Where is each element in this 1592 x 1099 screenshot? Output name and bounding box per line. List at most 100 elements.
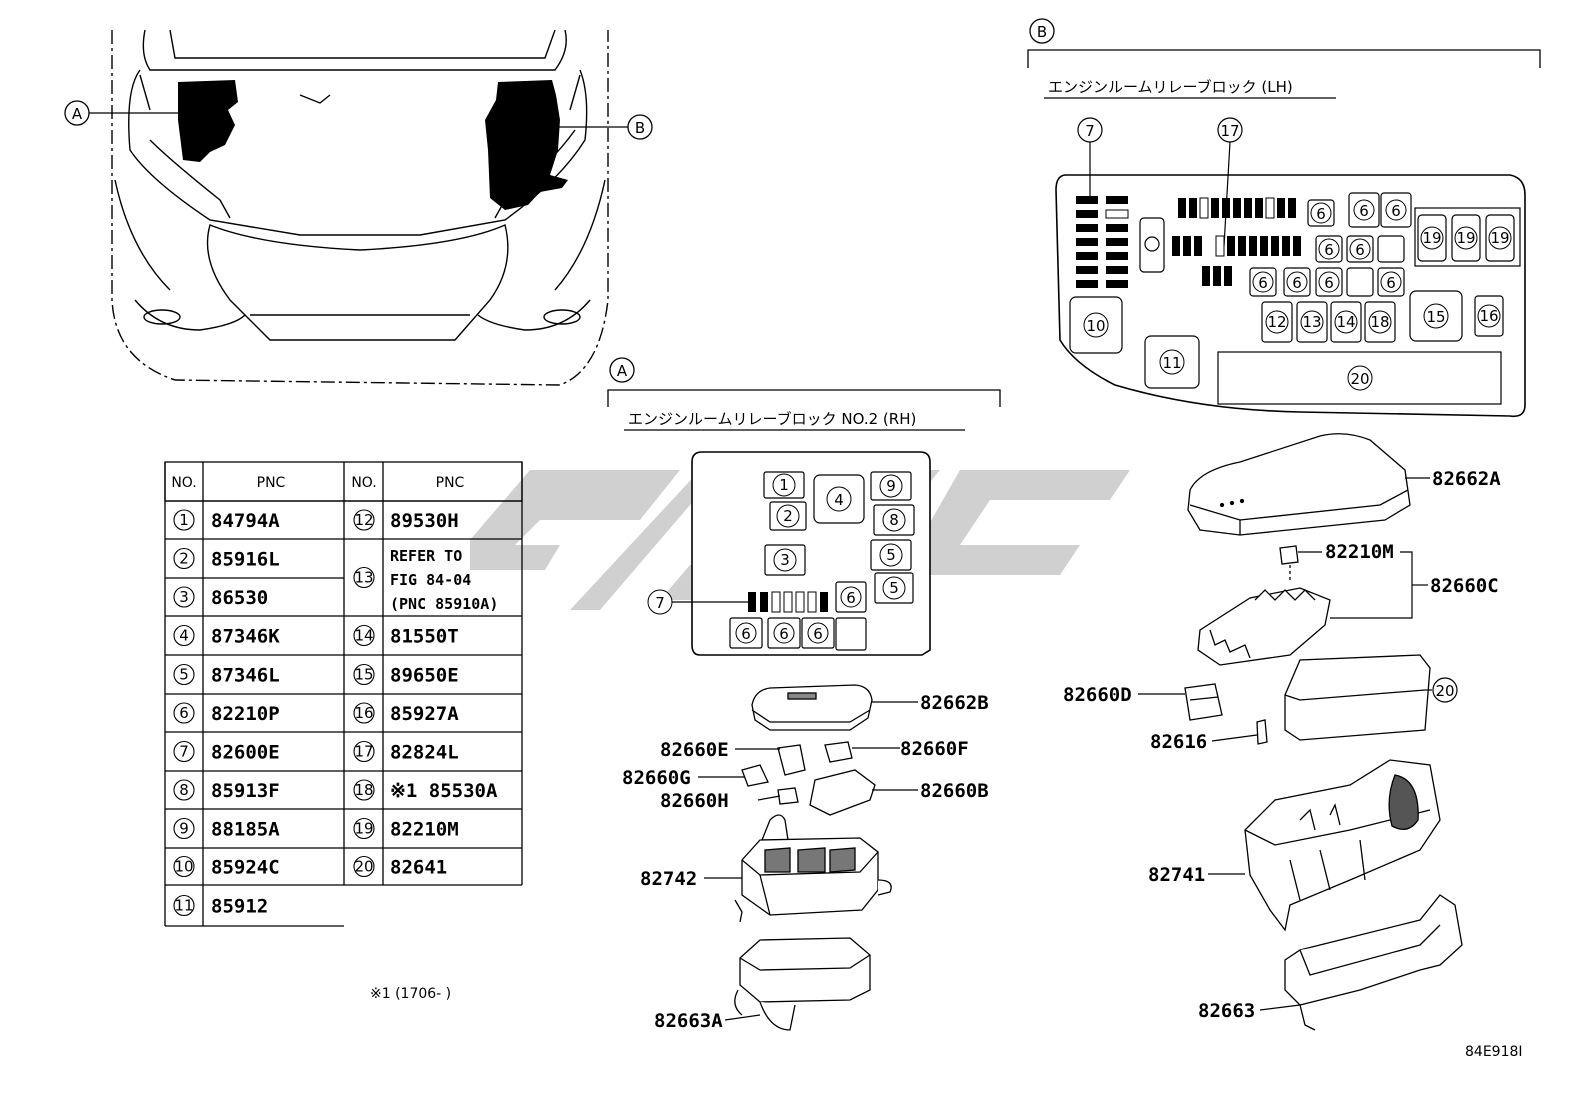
row-number: 10: [174, 858, 193, 876]
row-pnc: ※1 85530A: [390, 780, 498, 802]
row-pnc: 87346L: [211, 665, 280, 687]
row-number: 7: [179, 743, 189, 761]
row-pnc: 88185A: [211, 819, 280, 841]
row-pnc: REFER TO: [390, 547, 462, 565]
part-label-20: 20: [1432, 677, 1458, 703]
row-pnc: 85924C: [211, 857, 280, 879]
svg-text:A: A: [617, 362, 628, 380]
row-pnc: 89650E: [390, 665, 459, 687]
block-b-slot-12: 12: [1265, 310, 1289, 334]
block-b-slot-20: 20: [1347, 365, 1373, 391]
svg-text:14: 14: [1336, 313, 1355, 331]
table-header-no: NO.: [171, 475, 196, 491]
part-82660G: 82660G: [622, 767, 691, 789]
block-a-slot-8: 8: [882, 508, 906, 532]
row-pnc: 85912: [211, 896, 268, 918]
block-b-relay-6: 6: [1310, 202, 1332, 224]
relay-block-location-a: [178, 80, 238, 162]
block-a-slot-5: 5: [879, 543, 903, 567]
svg-text:8: 8: [889, 511, 899, 529]
relay-block-b-layout: 7 17 6 6 6 6 6 6 6 6 6 19 19 19 10 11 12…: [1055, 117, 1526, 418]
table-header-pnc: PNC: [436, 475, 465, 491]
svg-text:15: 15: [1426, 308, 1445, 326]
block-b-relay-19: 19: [1454, 226, 1478, 250]
part-82741: 82741: [1148, 864, 1205, 886]
part-82742: 82742: [640, 868, 697, 890]
svg-text:17: 17: [1220, 122, 1239, 140]
table-row: 4 87346K: [173, 624, 280, 648]
row-number: 11: [174, 897, 193, 915]
row-pnc: 89530H: [390, 510, 459, 532]
svg-text:6: 6: [1324, 274, 1334, 292]
row-number: 4: [179, 627, 189, 645]
block-a-slot-6: 6: [807, 622, 829, 644]
table-row: 15 89650E: [353, 663, 459, 687]
block-b-slot-18: 18: [1368, 310, 1392, 334]
row-pnc: 82600E: [211, 742, 280, 764]
svg-text:5: 5: [889, 579, 899, 597]
svg-text:6: 6: [1359, 202, 1369, 220]
row-pnc: 85916L: [211, 549, 280, 571]
svg-text:9: 9: [886, 477, 896, 495]
block-b-slot-14: 14: [1334, 310, 1358, 334]
part-labels-a: [698, 701, 918, 1021]
row-number: 20: [354, 858, 373, 876]
row-pnc: (PNC 85910A): [390, 595, 498, 613]
block-b-relay-6: 6: [1318, 238, 1340, 260]
part-82660E: 82660E: [660, 739, 729, 761]
row-number: 13: [354, 569, 373, 587]
row-pnc: 82641: [390, 857, 447, 879]
block-b-relay-6: 6: [1252, 271, 1274, 293]
figure-id: 84E918I: [1465, 1044, 1523, 1060]
row-pnc: 84794A: [211, 510, 280, 532]
row-pnc: 82210P: [211, 703, 280, 725]
row-number: 2: [179, 550, 189, 568]
svg-text:A: A: [72, 105, 83, 123]
table-row: 2 85916L: [173, 547, 280, 571]
row-number: 9: [179, 820, 189, 838]
row-number: 15: [354, 666, 373, 684]
svg-text:4: 4: [834, 491, 844, 509]
footnote: ※1 (1706- ): [370, 986, 451, 1002]
part-labels-b: [1138, 477, 1432, 1011]
table-row: 20 82641: [353, 855, 447, 879]
section-b-title: エンジンルームリレーブロック (LH): [1048, 78, 1293, 96]
part-82660F: 82660F: [900, 738, 969, 760]
svg-text:B: B: [635, 119, 645, 137]
row-pnc: 87346K: [211, 626, 280, 648]
section-b-header: B エンジンルームリレーブロック (LH): [1027, 18, 1541, 99]
block-b-label-17: 17: [1217, 117, 1243, 247]
row-number: 19: [354, 820, 373, 838]
svg-text:1: 1: [779, 476, 789, 494]
block-b-relay-19: 19: [1420, 226, 1444, 250]
table-row: 9 88185A: [173, 817, 280, 841]
part-82663A: 82663A: [654, 1010, 723, 1032]
block-b-slot-15: 15: [1423, 303, 1449, 329]
part-82660B: 82660B: [920, 780, 989, 802]
row-pnc: 85913F: [211, 780, 280, 802]
svg-text:2: 2: [783, 507, 793, 525]
block-b-slot-13: 13: [1300, 310, 1324, 334]
part-82660H: 82660H: [660, 790, 729, 812]
row-pnc: 85927A: [390, 703, 459, 725]
relay-block-a-layout: 1 2 4 9 8 3 5 5 6 6 6 6 7: [647, 451, 931, 656]
svg-text:7: 7: [1085, 122, 1095, 140]
svg-text:16: 16: [1479, 307, 1498, 325]
part-82660D: 82660D: [1063, 684, 1132, 706]
section-a-title: エンジンルームリレーブロック NO.2 (RH): [628, 410, 916, 428]
part-82662A: 82662A: [1432, 468, 1501, 490]
block-a-slot-1: 1: [772, 473, 796, 497]
svg-text:5: 5: [886, 546, 896, 564]
svg-text:6: 6: [741, 625, 751, 643]
svg-text:6: 6: [1258, 274, 1268, 292]
row-pnc: 81550T: [390, 626, 459, 648]
block-a-slot-6: 6: [840, 586, 862, 608]
block-a-slot-2: 2: [776, 504, 800, 528]
row-pnc: 86530: [211, 587, 268, 609]
